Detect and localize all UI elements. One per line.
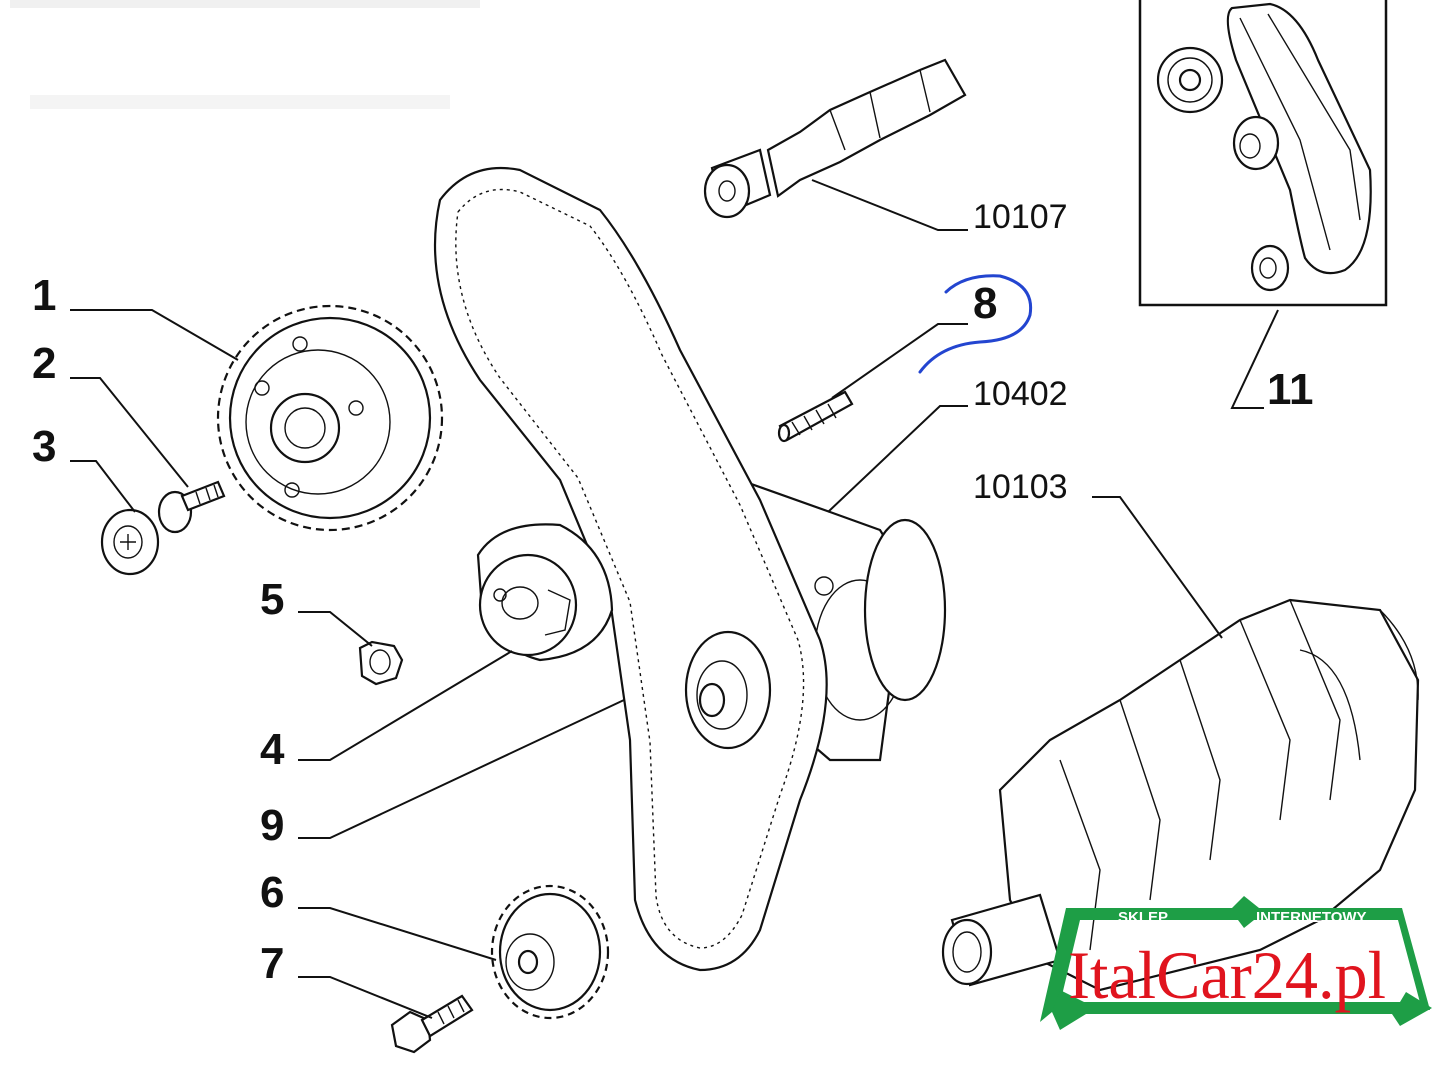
inset-box-kit xyxy=(1138,0,1388,307)
camshaft-pulley xyxy=(216,304,444,532)
label-11: 11 xyxy=(1267,365,1314,414)
ref-label-10402: 10402 xyxy=(973,375,1068,413)
hex-nut xyxy=(358,640,404,686)
sprocket-bolt xyxy=(390,994,474,1054)
label-7: 7 xyxy=(260,939,284,988)
ref-label-10103: 10103 xyxy=(973,468,1068,506)
label-4: 4 xyxy=(260,725,285,774)
timing-belt xyxy=(434,166,828,972)
washer xyxy=(100,508,160,576)
idler-pulley xyxy=(684,630,772,750)
stud-bolt xyxy=(777,390,854,443)
label-8: 8 xyxy=(973,279,997,328)
label-9: 9 xyxy=(260,801,284,850)
shop-watermark-logo: SKLEP INTERNETOWY ItalCar24.pl CZĘŚCI UŻ… xyxy=(1040,896,1432,1032)
label-6: 6 xyxy=(260,868,284,917)
header-remnant xyxy=(10,0,480,109)
camshaft xyxy=(703,58,967,219)
logo-top-right: INTERNETOWY xyxy=(1256,909,1367,926)
belt-tensioner xyxy=(476,523,614,662)
logo-brand: ItalCar24.pl xyxy=(1068,937,1386,1013)
logo-top-left: SKLEP xyxy=(1118,909,1168,926)
pulley-bolt xyxy=(157,480,226,534)
ref-label-10107: 10107 xyxy=(973,198,1068,236)
label-5: 5 xyxy=(260,575,284,624)
leader-lines xyxy=(70,179,1279,1019)
label-2: 2 xyxy=(32,339,56,388)
crankshaft xyxy=(941,598,1420,992)
label-3: 3 xyxy=(32,422,56,471)
crankshaft-sprocket xyxy=(490,884,610,1020)
label-1: 1 xyxy=(32,271,56,320)
logo-tagline: CZĘŚCI UŻYWANE DO AUT WŁOSKICH xyxy=(1100,1014,1381,1032)
hand-drawn-annotation xyxy=(918,274,1033,374)
